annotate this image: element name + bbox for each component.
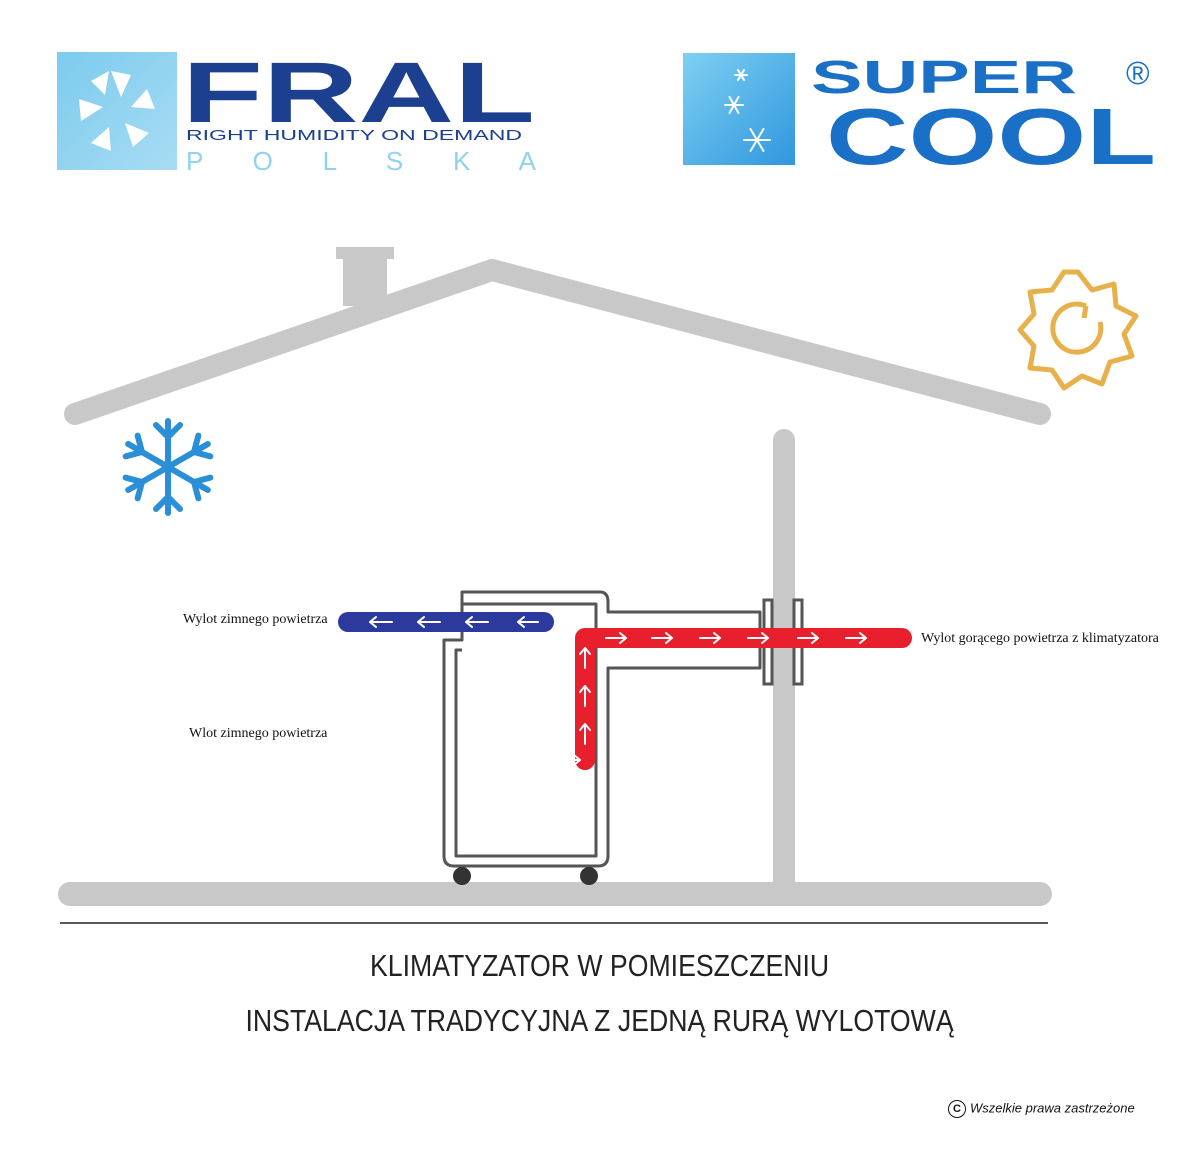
- arrow-right: [461, 704, 485, 716]
- chimney-cap: [336, 247, 394, 259]
- label-cold-air-inlet: Wlot zimnego powietrza: [189, 726, 328, 741]
- ac-unit-inner: [454, 602, 598, 858]
- arrow-up: [579, 723, 591, 745]
- air-flows: [338, 612, 912, 770]
- arrow-right: [797, 632, 819, 644]
- arrow-right: [699, 632, 721, 644]
- ac-wheels: [453, 867, 598, 885]
- supercool-line1: SUPER: [811, 51, 1077, 103]
- ac-unit: [442, 590, 762, 868]
- flow-arrows: [357, 616, 867, 766]
- copyright-icon: C: [948, 1100, 966, 1118]
- caption-line-2: INSTALACJA TRADYCYJNA Z JEDNĄ RURĄ WYLOT…: [245, 1003, 954, 1038]
- arrow-right: [747, 632, 769, 644]
- arrow-right: [409, 754, 433, 766]
- wheel-left: [453, 867, 471, 885]
- supercool-line2: COOL: [826, 92, 1156, 181]
- fral-tagline: RIGHT HUMIDITY ON DEMAND: [186, 127, 522, 144]
- arrow-up: [535, 677, 547, 697]
- arrow-right: [605, 632, 627, 644]
- small-snowflake-icon: [724, 69, 771, 152]
- caption-line-1: KLIMATYZATOR W POMIESZCZENIU: [369, 948, 830, 983]
- wheel-right: [580, 867, 598, 885]
- fral-swirl-icon: [79, 71, 155, 151]
- arrow-left: [369, 616, 393, 628]
- arrow-right: [845, 632, 867, 644]
- fral-name: FRAL: [182, 45, 535, 141]
- supercool-registered: ®: [1126, 55, 1150, 91]
- supercool-logo: SUPER ® COOL: [683, 51, 1156, 181]
- arrow-right: [409, 704, 433, 716]
- label-cold-air-outlet: Wylot zimnego powietrza: [183, 612, 328, 627]
- arrow-right: [511, 754, 535, 766]
- arrow-right: [651, 632, 673, 644]
- snowflake-icon: [122, 418, 214, 516]
- arrow-right: [357, 754, 381, 766]
- fral-subname: P O L S K A: [186, 146, 537, 176]
- arrow-left: [517, 616, 539, 628]
- ac-unit-outer: [442, 590, 762, 868]
- house-outline: [58, 247, 1052, 906]
- roof: [64, 259, 1051, 425]
- label-hot-air-outlet: Wylot gorącego powietrza z klimatyzatora: [921, 631, 1159, 646]
- arrow-right: [461, 754, 485, 766]
- fral-logo-box: [57, 52, 177, 170]
- arrow-right: [511, 704, 533, 716]
- arrow-right: [357, 704, 381, 716]
- sun-icon: [1017, 269, 1139, 391]
- copyright-text: Wszelkie prawa zastrzeżone: [970, 1100, 1135, 1116]
- arrow-left: [465, 616, 489, 628]
- arrow-right: [561, 754, 581, 766]
- fral-logo: FRAL RIGHT HUMIDITY ON DEMAND P O L S K …: [57, 45, 537, 176]
- hot-riser-flow: [575, 628, 912, 770]
- arrow-up: [535, 643, 547, 663]
- arrow-up: [579, 647, 591, 669]
- arrow-left: [417, 616, 441, 628]
- arrow-up: [579, 685, 591, 707]
